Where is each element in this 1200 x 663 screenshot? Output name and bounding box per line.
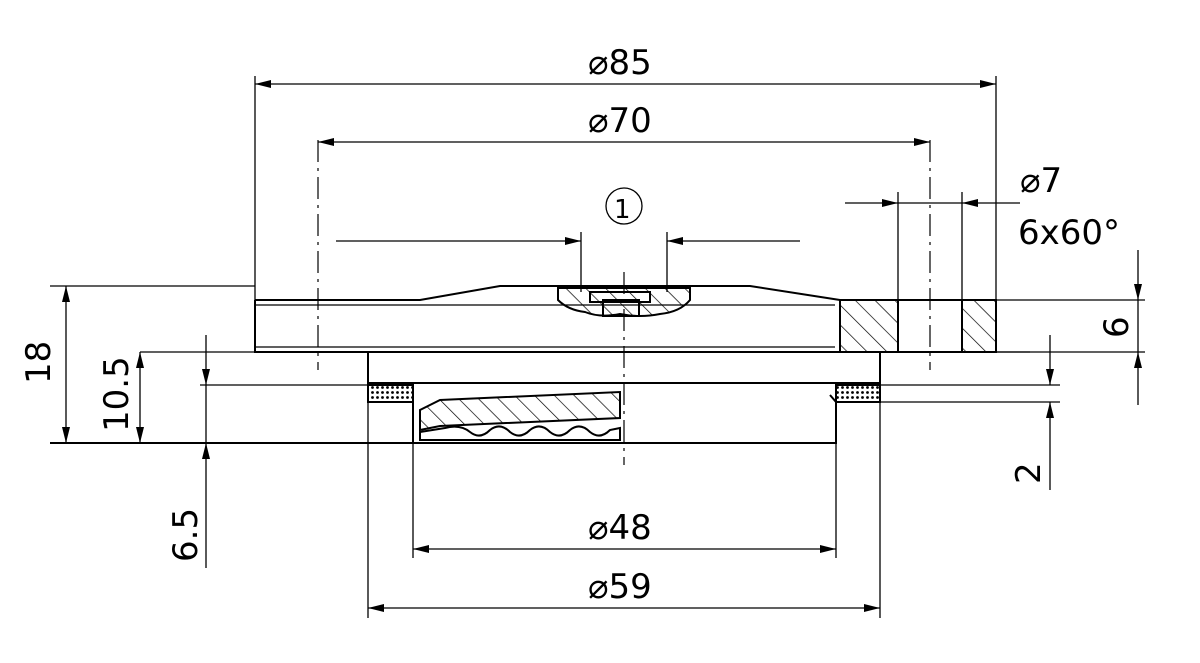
gasket-right — [835, 384, 881, 403]
label-dia70: ⌀70 — [588, 101, 652, 141]
label-h6: 6 — [1097, 316, 1137, 338]
label-holes: 6x60° — [1018, 213, 1120, 253]
label-h2: 2 — [1009, 462, 1049, 484]
label-dia85: ⌀85 — [588, 43, 652, 83]
dim-dia70: ⌀70 — [318, 101, 930, 146]
callout-1: 1 — [336, 187, 800, 292]
flange-section-left — [839, 299, 899, 353]
dim-dia7: ⌀7 6x60° — [845, 161, 1120, 352]
dim-h10-5: 10.5 — [97, 351, 206, 443]
dim-dia85: ⌀85 — [254, 43, 997, 300]
label-h18: 18 — [19, 341, 59, 384]
dim-dia59: ⌀59 — [367, 402, 881, 618]
label-h10-5: 10.5 — [97, 356, 137, 432]
dim-h6: 6 — [1097, 250, 1142, 405]
dim-h18: 18 — [19, 286, 70, 443]
dim-h2: 2 — [1009, 335, 1054, 490]
label-dia7: ⌀7 — [1020, 161, 1062, 201]
flange-section-right — [961, 299, 997, 353]
dim-h6-5: 6.5 — [166, 335, 210, 568]
lower-body — [50, 351, 1060, 444]
callout-number: 1 — [614, 195, 631, 225]
label-h6-5: 6.5 — [166, 508, 206, 562]
gasket-left — [367, 384, 414, 403]
bellow — [419, 425, 621, 441]
label-dia48: ⌀48 — [588, 508, 652, 548]
label-dia59: ⌀59 — [588, 567, 652, 607]
dim-dia48: ⌀48 — [412, 443, 837, 558]
